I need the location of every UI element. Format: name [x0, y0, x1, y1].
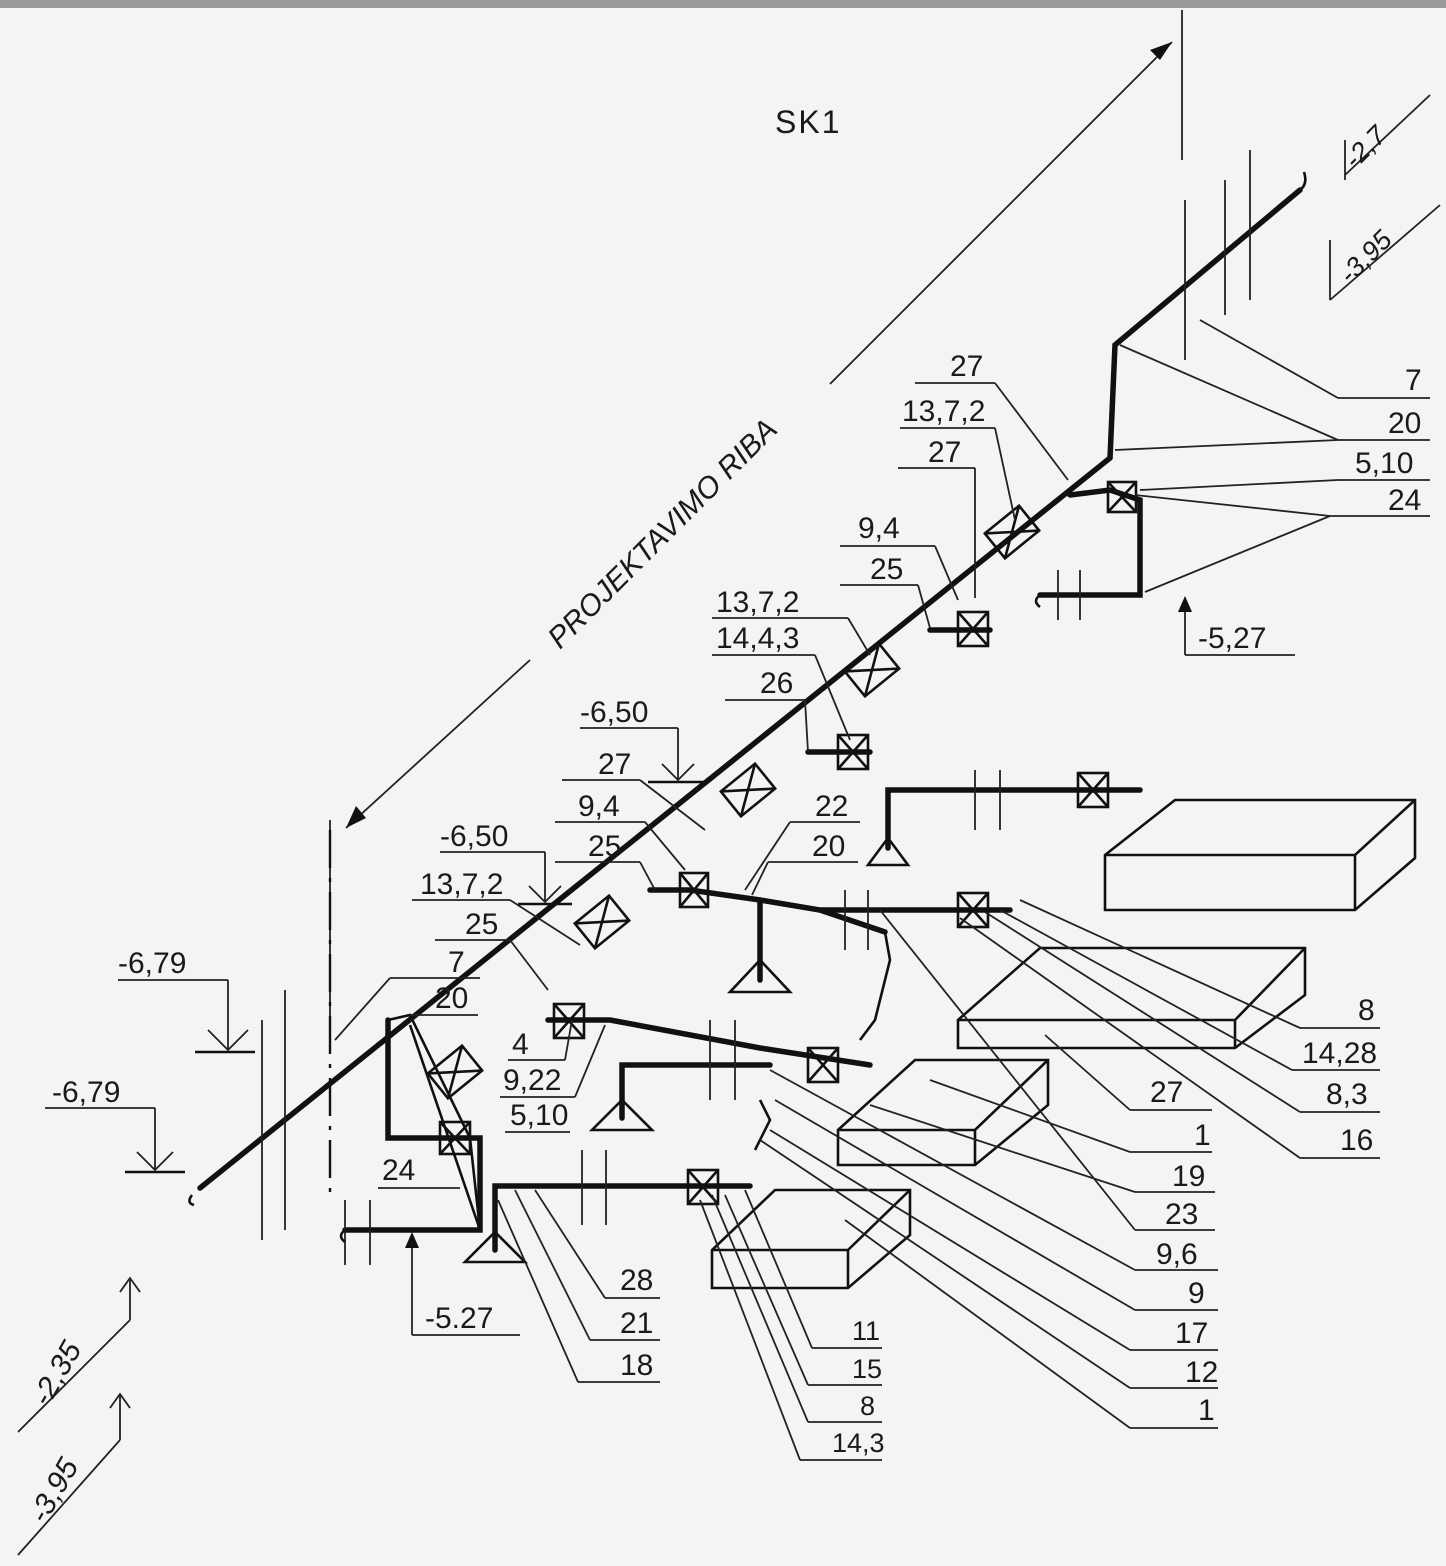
branch-upper-right: -5,27 [1034, 480, 1295, 656]
bottom-a-item-1: 28 [620, 1264, 653, 1297]
elevation-mid-650-b: -6,50 [440, 820, 508, 853]
right-list-top: 7 20 5,10 24 [1114, 319, 1430, 593]
list-mid-item-2: 14,28 [1302, 1037, 1377, 1070]
bottom-list-b: 11 15 8 14,3 [699, 1189, 885, 1461]
callout-13-7-2-low: 13,7,2 [420, 868, 503, 901]
drawing-title: SK1 [775, 104, 841, 140]
elevation-left-527: -5.27 [425, 1302, 493, 1335]
callout-4: 4 [512, 1028, 529, 1061]
callout-9-4-top: 9,4 [858, 512, 900, 545]
list-top-item-4: 24 [1388, 484, 1421, 517]
list-mid-item-3: 8,3 [1326, 1078, 1368, 1111]
list-lower-item-2: 1 [1194, 1119, 1211, 1152]
elevation-mid-650-a: -6,50 [580, 696, 648, 729]
list-top-item-3: 5,10 [1355, 447, 1413, 480]
bottom-b-item-3: 8 [860, 1391, 875, 1421]
callout-9-4-mid: 9,4 [578, 790, 620, 823]
callout-24-left: 24 [382, 1154, 415, 1187]
callout-27-top: 27 [950, 350, 983, 383]
list-top-item-1: 7 [1405, 364, 1422, 397]
callout-22: 22 [815, 790, 848, 823]
elevation-bottom-left-235: -2,35 [25, 1336, 88, 1412]
top-right-elevations: -2,7 -3,95 [1184, 94, 1441, 360]
list-lower-item-4: 23 [1165, 1198, 1198, 1231]
callout-5-10-left: 5,10 [510, 1099, 568, 1132]
left-risers [261, 830, 332, 1240]
branch-middle [647, 610, 1143, 1041]
callout-7-left: 7 [448, 946, 465, 979]
list-mid-item-1: 8 [1358, 994, 1375, 1027]
list-lower-item-9: 1 [1198, 1394, 1215, 1427]
main-pipe-valves [426, 503, 1041, 1101]
bottom-b-item-4: 14,3 [832, 1428, 885, 1458]
list-top-item-2: 20 [1388, 407, 1421, 440]
left-elevations: -6,79 -6,79 -6,50 -6,50 [45, 696, 708, 1174]
list-lower-item-7: 17 [1175, 1317, 1208, 1350]
callout-20-mid: 20 [812, 830, 845, 863]
bottom-b-item-2: 15 [852, 1354, 882, 1384]
callout-13-7-2-top: 13,7,2 [902, 395, 985, 428]
elevation-top-right-395: -3,95 [1333, 224, 1398, 289]
bottom-b-item-1: 11 [852, 1316, 880, 1346]
callout-14-4-3: 14,4,3 [716, 622, 799, 655]
list-lower-item-1: 27 [1150, 1076, 1183, 1109]
main-pipe [188, 171, 1307, 1207]
elevation-top-right-27: -2,7 [1338, 119, 1393, 174]
callout-25-mid: 25 [588, 830, 621, 863]
scan-edge [0, 0, 1446, 8]
callout-27-mid: 27 [598, 748, 631, 781]
bottom-left-elevations: -2,35 -3,95 [17, 1276, 141, 1556]
right-list-mid: 8 14,28 8,3 16 [959, 899, 1380, 1159]
list-lower-item-5: 9,6 [1156, 1238, 1198, 1271]
list-mid-item-4: 16 [1340, 1124, 1373, 1157]
callout-26: 26 [760, 667, 793, 700]
bottom-a-item-3: 18 [620, 1349, 653, 1382]
bottom-list-a: 28 21 18 [497, 1189, 660, 1383]
list-lower-item-6: 9 [1188, 1277, 1205, 1310]
callout-13-7-2-mid: 13,7,2 [716, 586, 799, 619]
callout-9-22: 9,22 [503, 1064, 561, 1097]
right-list-lower: 27 1 19 23 9,6 9 17 12 1 [759, 909, 1218, 1429]
callout-25-top: 25 [870, 553, 903, 586]
list-lower-item-8: 12 [1185, 1356, 1218, 1389]
bottom-a-item-2: 21 [620, 1307, 653, 1340]
elevation-right-527: -5,27 [1198, 622, 1266, 655]
list-lower-item-3: 19 [1172, 1160, 1205, 1193]
equipment-boxes [387, 798, 1417, 1290]
main-pipe-callouts: 27 13,7,2 27 9,4 25 13,7,2 14,4,3 26 27 … [334, 350, 1069, 1189]
callout-20-left: 20 [435, 982, 468, 1015]
elevation-left-679-a: -6,79 [118, 947, 186, 980]
callout-25-low: 25 [465, 908, 498, 941]
callout-27-second: 27 [928, 436, 961, 469]
elevation-left-679-b: -6,79 [52, 1076, 120, 1109]
